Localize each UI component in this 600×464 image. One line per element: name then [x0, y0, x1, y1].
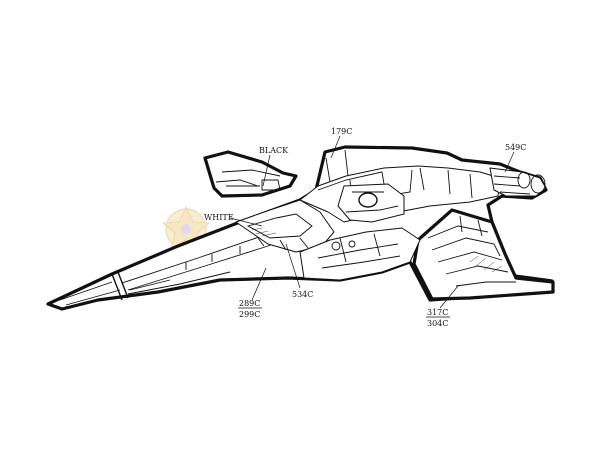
hull-port	[358, 192, 378, 208]
belly-port-1	[331, 241, 341, 251]
engine-nozzle-2	[517, 171, 531, 189]
engine-lines	[493, 175, 531, 195]
belly-port-2	[348, 240, 356, 248]
central-hatch	[337, 183, 405, 223]
callout-black: BLACK	[259, 146, 289, 155]
leader-549c	[504, 151, 515, 173]
callout-white: WHITE	[204, 213, 234, 222]
leader-white	[229, 217, 263, 227]
cockpit	[235, 199, 335, 253]
tail-fin	[203, 150, 298, 198]
nose-ring	[111, 271, 129, 301]
wing-plates	[427, 215, 516, 287]
leader-179c	[330, 135, 341, 159]
belly-detail	[317, 233, 401, 269]
callout-534c: 534C	[292, 290, 313, 299]
leader-534c	[285, 243, 301, 289]
callout-549c: 549C	[505, 143, 526, 152]
callout-317c: 317C	[427, 308, 448, 317]
callout-289c: 289C	[239, 299, 260, 308]
callout-304c: 304C	[427, 319, 448, 328]
cockpit-detail	[246, 213, 313, 251]
nose-detail	[59, 271, 231, 306]
fuselage-stripe	[121, 221, 301, 291]
tail-fin-detail	[215, 169, 281, 191]
hatch-lines	[345, 191, 399, 213]
leader-289c	[251, 267, 267, 301]
callout-299c: 299C	[239, 310, 260, 319]
cockpit-hatch	[251, 227, 277, 237]
engine-nozzle-1	[530, 174, 546, 194]
callout-179c: 179C	[331, 127, 352, 136]
wing-hatch	[469, 255, 503, 273]
leader-black	[262, 154, 271, 187]
leader-317c	[439, 285, 459, 309]
